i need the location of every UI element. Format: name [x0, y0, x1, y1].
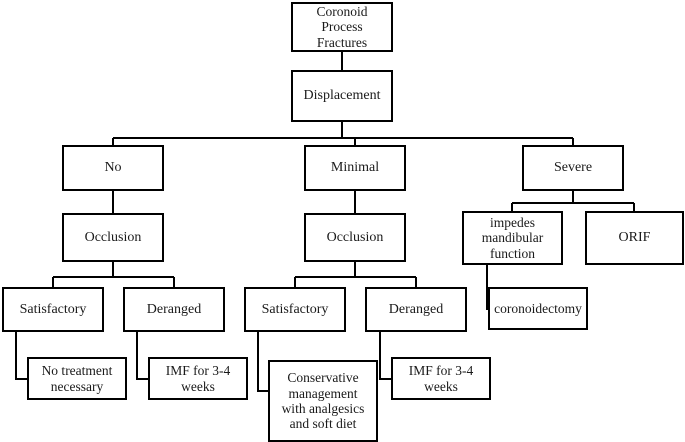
- node-no-treatment-necessary[interactable]: No treatment necessary: [27, 357, 127, 400]
- node-minimal[interactable]: Minimal: [304, 145, 406, 191]
- node-satisfactory-left[interactable]: Satisfactory: [2, 287, 104, 332]
- node-label: No treatment necessary: [41, 363, 113, 394]
- node-label: Minimal: [330, 160, 380, 176]
- edge-satisfactory-l-no-treatment: [14, 332, 27, 381]
- node-no[interactable]: No: [62, 145, 164, 191]
- node-label: Occlusion: [84, 229, 142, 245]
- edge-satisfactory-m-conservative: [256, 332, 268, 393]
- node-label: Displacement: [303, 88, 381, 104]
- node-satisfactory-middle[interactable]: Satisfactory: [244, 287, 346, 332]
- node-label: impedes mandibular function: [481, 214, 544, 261]
- node-label: Occlusion: [326, 229, 384, 245]
- node-severe[interactable]: Severe: [522, 145, 624, 191]
- node-orif[interactable]: ORIF: [585, 211, 684, 265]
- node-label: No: [104, 160, 122, 176]
- node-occlusion-left[interactable]: Occlusion: [62, 213, 164, 262]
- node-label: Coronoid Process Fractures: [316, 3, 368, 50]
- node-label: Conservative management with analgesics …: [281, 370, 365, 432]
- node-label: Deranged: [388, 301, 444, 317]
- node-label: Deranged: [146, 301, 202, 317]
- node-label: Severe: [553, 160, 593, 176]
- node-displacement[interactable]: Displacement: [291, 70, 393, 122]
- node-label: Satisfactory: [261, 301, 329, 317]
- edge-deranged-m-imf: [378, 332, 391, 381]
- node-imf-middle[interactable]: IMF for 3-4 weeks: [391, 357, 491, 400]
- node-impedes-mandibular-function[interactable]: impedes mandibular function: [462, 211, 563, 265]
- node-occlusion-middle[interactable]: Occlusion: [304, 213, 406, 262]
- node-label: Satisfactory: [19, 301, 87, 317]
- edge-deranged-l-imf: [135, 332, 148, 381]
- node-conservative-management[interactable]: Conservative management with analgesics …: [268, 360, 378, 442]
- node-label: IMF for 3-4 weeks: [408, 363, 474, 394]
- node-deranged-middle[interactable]: Deranged: [365, 287, 467, 332]
- node-imf-left[interactable]: IMF for 3-4 weeks: [148, 357, 248, 400]
- node-coronoid-process-fractures[interactable]: Coronoid Process Fractures: [291, 2, 393, 52]
- node-label: ORIF: [618, 230, 651, 246]
- node-label: coronoidectomy: [494, 300, 582, 316]
- node-deranged-left[interactable]: Deranged: [123, 287, 225, 332]
- node-label: IMF for 3-4 weeks: [165, 363, 231, 394]
- node-coronoidectomy[interactable]: coronoidectomy: [488, 287, 588, 330]
